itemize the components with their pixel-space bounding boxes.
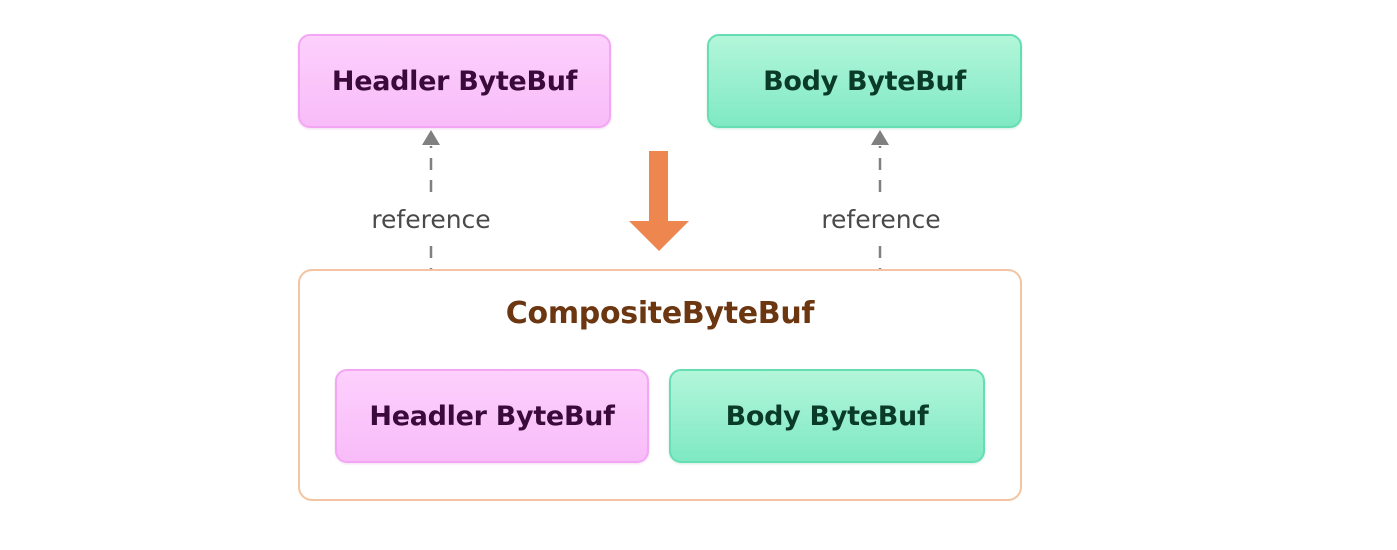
- composite-body-bytebuf-label: Body ByteBuf: [725, 400, 929, 432]
- composite-body-bytebuf-box: Body ByteBuf: [669, 369, 985, 463]
- left-reference-label: reference: [351, 200, 511, 240]
- composite-header-bytebuf-label: Headler ByteBuf: [369, 400, 615, 432]
- right-reference-arrowhead: [871, 130, 889, 145]
- compose-down-arrow: [629, 151, 689, 251]
- composite-header-bytebuf-box: Headler ByteBuf: [335, 369, 649, 463]
- top-body-bytebuf-label: Body ByteBuf: [763, 65, 966, 97]
- top-header-bytebuf-label: Headler ByteBuf: [331, 65, 578, 97]
- left-reference-arrowhead: [422, 130, 440, 145]
- composite-bytebuf-title: CompositeByteBuf: [505, 296, 815, 331]
- right-reference-label: reference: [801, 200, 961, 240]
- top-header-bytebuf-box: Headler ByteBuf: [298, 34, 611, 128]
- top-body-bytebuf-box: Body ByteBuf: [707, 34, 1022, 128]
